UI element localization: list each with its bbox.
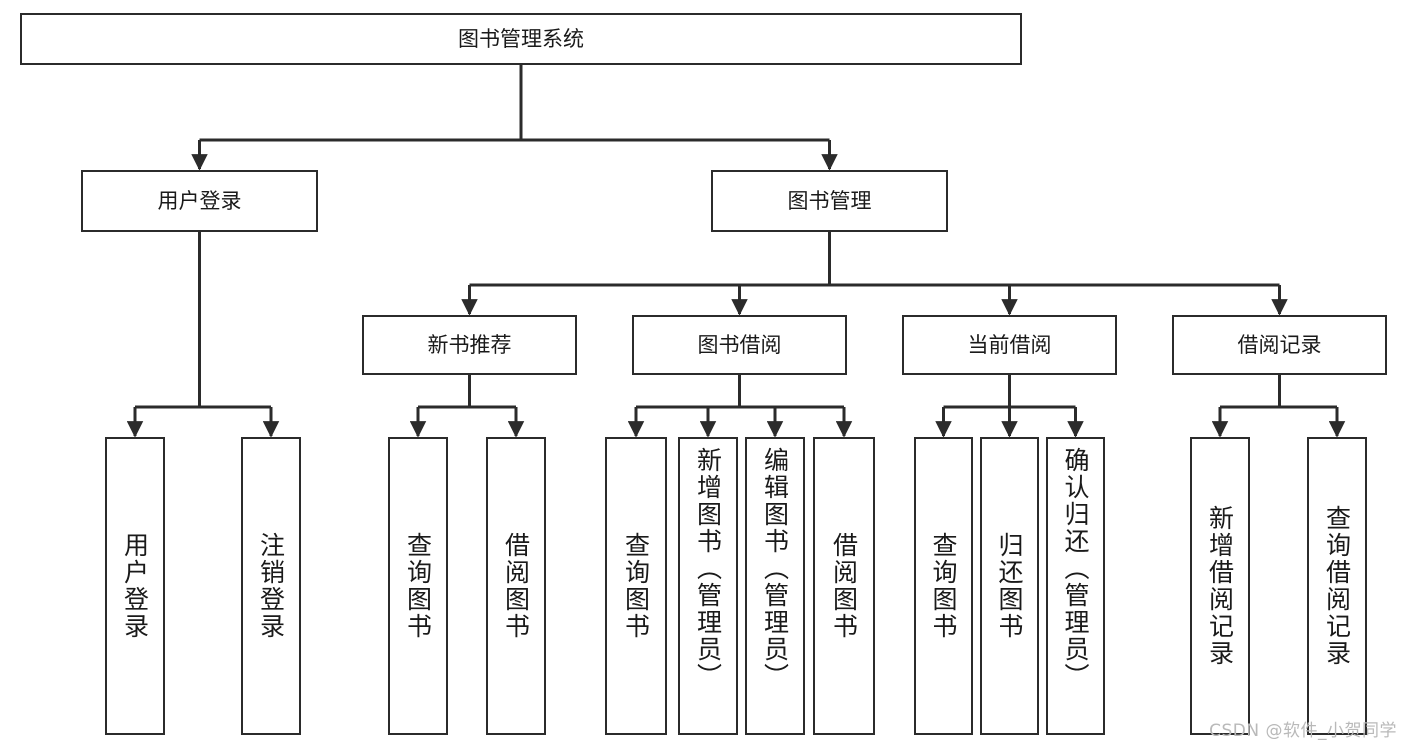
node-leaf-borrow-book-1[interactable]: 借阅图书 — [486, 437, 546, 735]
node-book-manage[interactable]: 图书管理 — [711, 170, 948, 232]
node-leaf-user-logout[interactable]: 注销登录 — [241, 437, 301, 735]
node-label-root: 图书管理系统 — [458, 26, 584, 51]
node-label-leaf-user-logout: 注销登录 — [256, 532, 286, 640]
node-label-leaf-confirm-ret: 确认归还（管理员） — [1061, 447, 1090, 690]
node-label-leaf-query-book-1: 查询图书 — [403, 532, 433, 640]
node-leaf-borrow-book-2[interactable]: 借阅图书 — [813, 437, 875, 735]
node-label-current-borrow: 当前借阅 — [967, 332, 1052, 357]
node-label-leaf-query-book-2: 查询图书 — [621, 532, 651, 640]
node-label-user-login: 用户登录 — [157, 188, 242, 213]
node-label-leaf-query-book-3: 查询图书 — [929, 532, 958, 640]
node-label-book-borrow: 图书借阅 — [697, 332, 782, 357]
node-leaf-edit-book[interactable]: 编辑图书（管理员） — [745, 437, 805, 735]
node-leaf-add-book[interactable]: 新增图书（管理员） — [678, 437, 738, 735]
node-leaf-confirm-ret[interactable]: 确认归还（管理员） — [1046, 437, 1105, 735]
node-leaf-query-book-3[interactable]: 查询图书 — [914, 437, 973, 735]
node-leaf-add-record[interactable]: 新增借阅记录 — [1190, 437, 1250, 735]
node-label-book-manage: 图书管理 — [787, 188, 872, 213]
node-leaf-query-record[interactable]: 查询借阅记录 — [1307, 437, 1367, 735]
node-label-leaf-add-book: 新增图书（管理员） — [693, 447, 723, 690]
node-leaf-query-book-1[interactable]: 查询图书 — [388, 437, 448, 735]
node-borrow-record[interactable]: 借阅记录 — [1172, 315, 1387, 375]
node-label-leaf-query-record: 查询借阅记录 — [1322, 505, 1352, 667]
node-label-leaf-add-record: 新增借阅记录 — [1205, 505, 1235, 667]
node-label-borrow-record: 借阅记录 — [1237, 332, 1322, 357]
node-book-borrow[interactable]: 图书借阅 — [632, 315, 847, 375]
node-label-leaf-borrow-book-1: 借阅图书 — [501, 532, 531, 640]
node-leaf-query-book-2[interactable]: 查询图书 — [605, 437, 667, 735]
node-root[interactable]: 图书管理系统 — [20, 13, 1022, 65]
node-label-leaf-edit-book: 编辑图书（管理员） — [760, 447, 790, 690]
node-current-borrow[interactable]: 当前借阅 — [902, 315, 1117, 375]
node-label-leaf-borrow-book-2: 借阅图书 — [829, 532, 859, 640]
node-leaf-user-login[interactable]: 用户登录 — [105, 437, 165, 735]
node-label-leaf-user-login: 用户登录 — [120, 532, 150, 640]
node-leaf-return-book[interactable]: 归还图书 — [980, 437, 1039, 735]
node-user-login[interactable]: 用户登录 — [81, 170, 318, 232]
node-label-leaf-return-book: 归还图书 — [995, 532, 1024, 640]
node-new-book-rec[interactable]: 新书推荐 — [362, 315, 577, 375]
node-label-new-book-rec: 新书推荐 — [427, 332, 512, 357]
